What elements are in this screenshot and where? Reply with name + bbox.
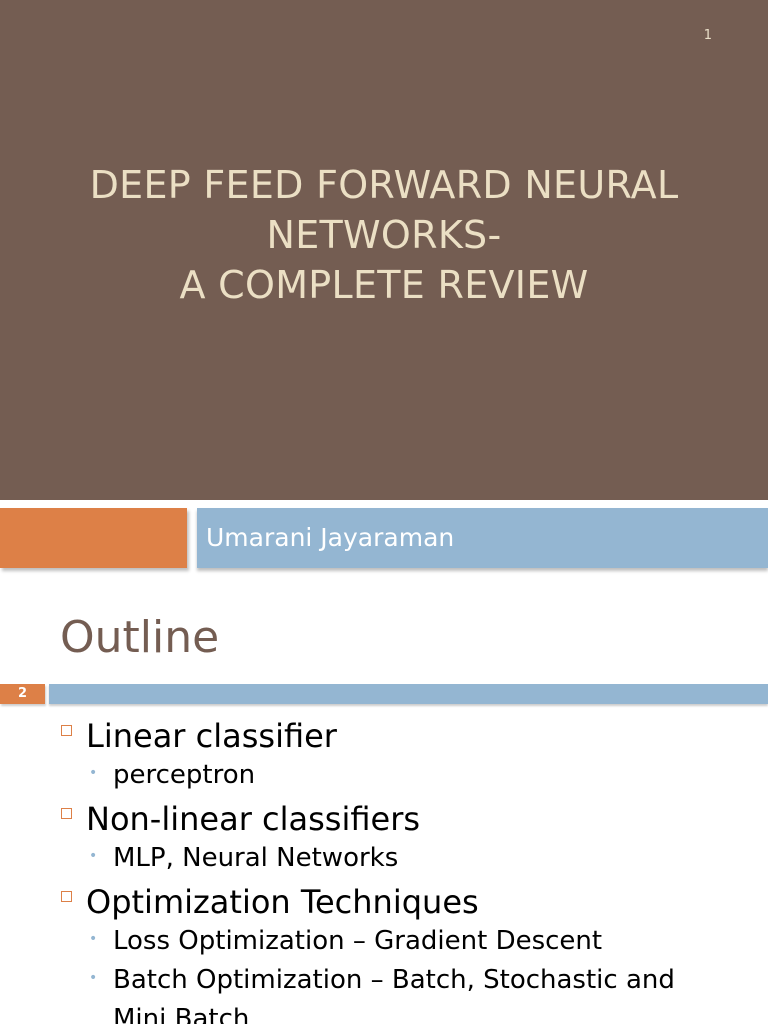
outline-subitem: • MLP, Neural Networks: [0, 839, 768, 878]
square-bullet-icon: [61, 725, 72, 736]
dot-bullet-icon: •: [89, 848, 98, 864]
dot-bullet-icon: •: [89, 970, 98, 986]
outline-list: Linear classifier • perceptron Non-linea…: [0, 712, 768, 1024]
dot-bullet-icon: •: [89, 931, 98, 947]
accent-block-orange: [0, 508, 187, 568]
slide-title-line: A COMPLETE REVIEW: [179, 263, 589, 307]
title-slide-background: [0, 0, 768, 500]
outline-item: Optimization Techniques: [0, 878, 768, 922]
slide-title-line: DEEP FEED FORWARD NEURAL: [89, 163, 679, 207]
dot-bullet-icon: •: [89, 765, 98, 781]
square-bullet-icon: [61, 891, 72, 902]
outline-subitem-text: MLP, Neural Networks: [113, 843, 399, 873]
outline-item: Linear classifier: [0, 712, 768, 756]
outline-item-text: Optimization Techniques: [86, 883, 479, 921]
outline-item-text: Linear classifier: [86, 717, 337, 755]
author-name: Umarani Jayaraman: [206, 523, 455, 552]
accent-block-blue: [197, 508, 768, 568]
square-bullet-icon: [61, 808, 72, 819]
slide-number-badge: 2: [0, 684, 45, 704]
outline-subitem-text: perceptron: [113, 760, 256, 790]
outline-item-text: Non-linear classifiers: [86, 800, 421, 838]
outline-subitem-text: Batch Optimization – Batch, Stochastic a…: [113, 965, 675, 995]
outline-subitem: • Loss Optimization – Gradient Descent: [0, 922, 768, 961]
outline-title: Outline: [60, 612, 220, 663]
outline-subitem: • perceptron: [0, 756, 768, 795]
outline-subitem: • Batch Optimization – Batch, Stochastic…: [0, 961, 768, 1000]
outline-subitem-continuation: Mini Batch: [0, 1000, 768, 1024]
header-bar: [49, 684, 768, 704]
outline-item: Non-linear classifiers: [0, 795, 768, 839]
slide-title-line: NETWORKS-: [266, 213, 502, 257]
slide-title: DEEP FEED FORWARD NEURAL NETWORKS- A COM…: [0, 160, 768, 310]
slide-number: 1: [703, 28, 712, 43]
outline-subitem-text: Loss Optimization – Gradient Descent: [113, 926, 603, 956]
outline-subitem-text: Mini Batch: [113, 1004, 250, 1024]
